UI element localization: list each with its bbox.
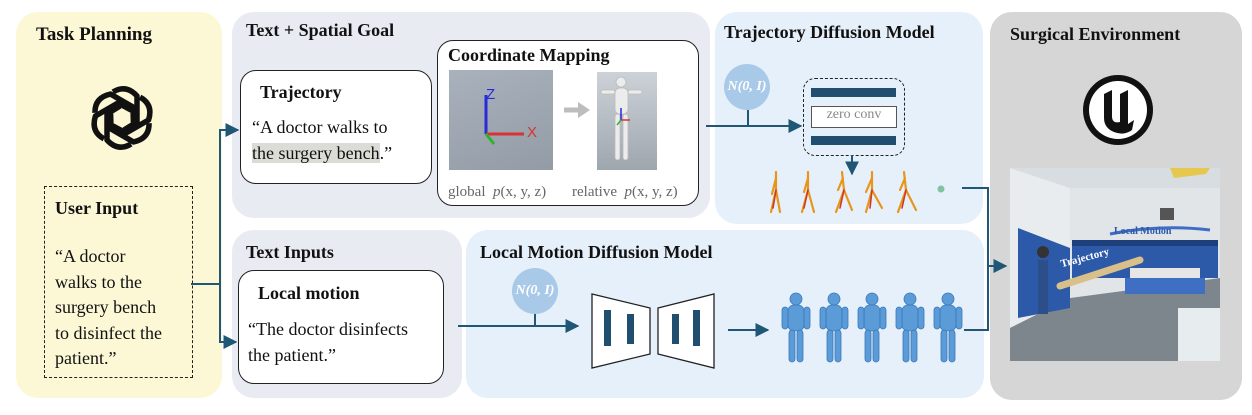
user-input-line: surgery bench [55,297,157,317]
surgical-scene-image: Trajectory Local Motion [1010,168,1220,361]
xyz-axes-icon [484,95,524,145]
local-motion-box [238,270,444,384]
trajectory-text: “A doctor walks to the surgery bench.” [252,114,392,166]
global-label: global [448,184,486,200]
local-motion-line: “The doctor disinfects [248,319,408,339]
trajectory-noise-label: N(0, I) [727,79,767,94]
local-motion-text: “The doctor disinfects the patient.” [248,316,408,368]
trajectory-title: Trajectory [260,82,342,102]
zero-conv-label: zero conv [826,107,882,122]
t-pose-figure-icon [600,76,643,161]
text-spatial-goal-title: Text + Spatial Goal [246,20,395,40]
zero-conv-box [811,106,897,128]
trajectory-noise-icon: N(0, I) [724,64,770,110]
trajectory-diffusion-title: Trajectory Diffusion Model [724,22,935,42]
local-motion-diffusion-title: Local Motion Diffusion Model [480,242,713,262]
p-symbol: p [624,184,632,200]
openai-logo-icon [91,86,153,150]
text-inputs-title: Text Inputs [246,242,334,262]
conv-bar-bottom [811,136,896,145]
relative-label: relative [572,184,617,200]
surgical-environment-title: Surgical Environment [1010,24,1181,44]
local-motion-line: the patient.” [248,345,336,365]
p-symbol: p [493,184,501,200]
user-input-text: “A doctor walks to the surgery bench to … [55,244,162,372]
user-input-line: patient.” [55,348,117,368]
trajectory-line: “A doctor walks to [252,117,388,137]
trajectory-highlight: the surgery bench [252,143,380,163]
user-input-line: to disinfect the [55,322,162,343]
scene-local-motion-label: Local Motion [1114,226,1172,237]
trajectory-box [240,70,432,184]
p-args: (x, y, z) [631,184,678,200]
global-position-caption: global p(x, y, z) [448,184,546,201]
operating-room-render [1010,168,1220,361]
user-input-title: User Input [55,198,139,218]
axis-z-label: Z [486,86,496,103]
user-input-line: walks to the [55,271,142,292]
mapping-arrow-icon [564,102,590,118]
local-motion-noise-label: N(0, I) [515,283,555,298]
coordinate-mapping-title: Coordinate Mapping [448,45,610,65]
global-axes-image [449,70,553,170]
zero-conv-module [803,78,905,156]
axis-x-label: X [527,124,538,141]
trajectory-line-end: .” [379,143,393,163]
relative-position-caption: relative p(x, y, z) [572,184,678,201]
local-motion-noise-icon: N(0, I) [512,268,558,314]
task-planning-title: Task Planning [36,24,153,45]
user-input-box [44,186,193,378]
local-motion-poses [781,292,963,363]
user-input-line: “A doctor [55,246,126,266]
conv-bar-top [811,88,896,97]
trajectory-line: the surgery bench.” [252,140,392,166]
walking-trajectory-poses [769,170,945,214]
p-args: (x, y, z) [500,184,547,200]
local-motion-title: Local motion [258,283,360,303]
encoder-decoder-icon [591,293,715,369]
unreal-engine-logo-icon [1083,75,1153,145]
